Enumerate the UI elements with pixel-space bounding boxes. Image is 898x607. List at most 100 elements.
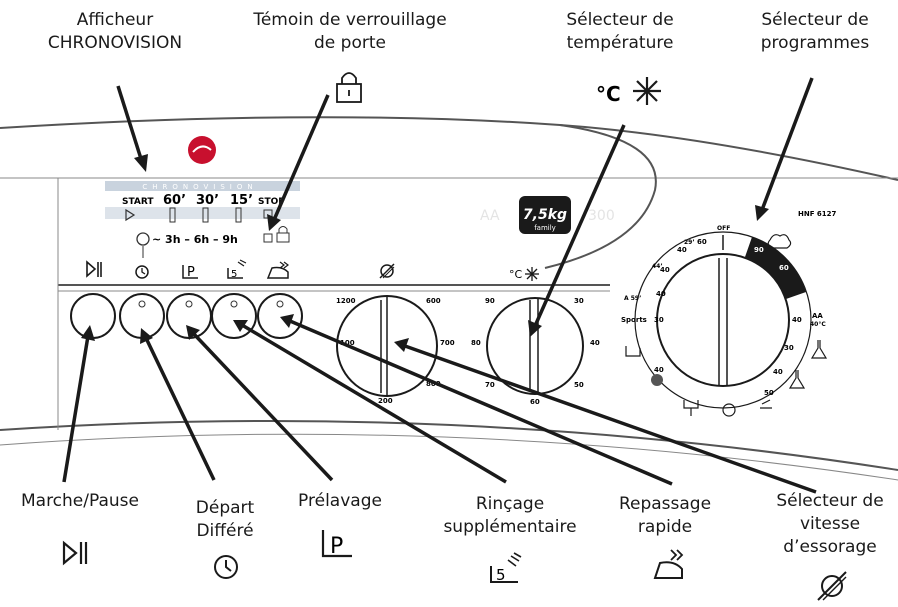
callout-chronovision-display: Afficheur CHRONOVISION bbox=[47, 10, 183, 53]
panel-top-edge bbox=[0, 116, 898, 181]
svg-text:5: 5 bbox=[231, 269, 237, 280]
delayed-start-button-led bbox=[138, 300, 146, 308]
delayed-start-button-icon bbox=[135, 265, 149, 279]
temp-dial-snowflake-icon bbox=[525, 267, 539, 281]
display-start-arrow bbox=[125, 208, 136, 222]
start-pause-button-icon bbox=[86, 260, 102, 278]
quick-iron-button-led bbox=[276, 300, 284, 308]
temp-tick-30: 30 bbox=[574, 297, 584, 305]
display-stop: STOP bbox=[258, 197, 285, 207]
svg-text:P: P bbox=[187, 265, 195, 280]
brand-logo bbox=[188, 136, 216, 164]
program-temp-40b: 40 bbox=[773, 368, 783, 376]
program-off-label: OFF bbox=[717, 225, 730, 232]
program-flask-icon-2 bbox=[788, 370, 806, 389]
program-drain-icon bbox=[683, 400, 699, 416]
spin-tick-1200: 1200 bbox=[336, 297, 356, 305]
spin-tick-700: 700 bbox=[440, 339, 455, 347]
temp-tick-60: 60 bbox=[530, 398, 540, 406]
program-selector-dial[interactable] bbox=[656, 253, 790, 387]
display-seg-30 bbox=[202, 207, 209, 223]
callout-extra-rinse: Rinçage supplémentaire bbox=[443, 494, 577, 537]
panel-ghost-text: AA bbox=[480, 208, 500, 224]
capacity-badge-text: 7,5kg bbox=[523, 207, 567, 223]
display-60: 60’ bbox=[163, 193, 186, 208]
extra-rinse-button-icon: 5 bbox=[227, 259, 247, 280]
spin-dial-symbol-icon bbox=[379, 263, 395, 279]
door-lock-indicator-box bbox=[263, 233, 273, 243]
program-flask-icon-1 bbox=[810, 340, 828, 359]
callout-delayed-start: Départ Différé bbox=[195, 498, 255, 541]
callout-quick-iron: Repassage rapide bbox=[618, 494, 712, 537]
program-aa-label: AA bbox=[812, 312, 823, 320]
start-pause-button[interactable] bbox=[70, 293, 116, 339]
callout-door-lock-indicator: Témoin de verrouillage de porte bbox=[253, 10, 447, 53]
quick-iron-button[interactable] bbox=[257, 293, 303, 339]
panel-bottom-curve bbox=[0, 420, 898, 471]
program-ball-icon bbox=[651, 374, 663, 386]
chronovision-strip bbox=[105, 181, 300, 191]
arrow-door-lock bbox=[272, 94, 330, 221]
program-29-label: 29’ bbox=[684, 239, 695, 246]
svg-text:5: 5 bbox=[496, 566, 506, 584]
arrow-program bbox=[760, 77, 814, 211]
callout-program-selector: Sélecteur de programmes bbox=[760, 10, 870, 53]
arrow-extra-rinse bbox=[241, 323, 507, 484]
spin-tick-600: 600 bbox=[426, 297, 441, 305]
door-lock-indicator-icon bbox=[276, 232, 290, 243]
callout-start-pause: Marche/Pause bbox=[20, 491, 139, 511]
arrow-quick-iron bbox=[289, 319, 673, 486]
capacity-badge bbox=[519, 196, 571, 234]
program-44-label: 44’ bbox=[652, 263, 663, 270]
program-temp-30a: 30 bbox=[784, 344, 794, 352]
program-temp-60b: 60 bbox=[697, 238, 707, 246]
arrow-chronovision bbox=[116, 85, 144, 163]
program-hand-wash-icon bbox=[625, 346, 641, 357]
program-temp-90: 90 bbox=[754, 246, 764, 254]
arrow-prewash bbox=[191, 331, 334, 482]
chronovision-strip-text: CHRONOVISION bbox=[142, 183, 257, 191]
program-spiral-icon bbox=[722, 403, 736, 417]
display-seg-15 bbox=[235, 207, 242, 223]
program-sports-label: Sports bbox=[621, 316, 647, 324]
svg-text:P: P bbox=[330, 534, 343, 559]
program-temp-40e: 40 bbox=[660, 266, 670, 274]
callout-prewash: Prélavage bbox=[298, 491, 382, 511]
temperature-callout-symbol: °C bbox=[596, 82, 621, 106]
temp-tick-50: 50 bbox=[574, 381, 584, 389]
display-30: 30’ bbox=[196, 193, 219, 208]
door-lock-indicator-shackle bbox=[278, 226, 288, 233]
display-start: START bbox=[122, 197, 154, 207]
program-temp-40d: 40 bbox=[677, 246, 687, 254]
prewash-button-led bbox=[185, 300, 193, 308]
program-a59-label: A 59’ bbox=[624, 295, 641, 302]
temp-tick-70: 70 bbox=[485, 381, 495, 389]
extra-rinse-button-led bbox=[230, 300, 238, 308]
program-temp-50: 50 bbox=[764, 389, 774, 397]
capacity-badge-sub: family bbox=[534, 224, 556, 232]
panel-bottom-curve2 bbox=[0, 433, 898, 481]
spin-tick-100: 100 bbox=[340, 339, 355, 347]
callout-arrows bbox=[62, 77, 817, 494]
temp-tick-80: 80 bbox=[471, 339, 481, 347]
spin-speed-icon bbox=[817, 571, 847, 601]
prewash-button-icon: P bbox=[182, 265, 198, 280]
program-temp-60: 60 bbox=[779, 264, 789, 272]
display-15: 15’ bbox=[230, 193, 253, 208]
program-temp-40a: 40 bbox=[792, 316, 802, 324]
spin-tick-200: 200 bbox=[378, 397, 393, 405]
callout-spin-selector: Sélecteur de vitesse d’essorage bbox=[776, 491, 884, 557]
quick-iron-icon bbox=[653, 549, 684, 579]
extra-rinse-icon: 5 bbox=[490, 552, 522, 584]
start-pause-icon bbox=[62, 540, 88, 566]
program-rinse-icon bbox=[760, 399, 772, 409]
padlock-icon bbox=[336, 72, 362, 103]
temp-tick-40: 40 bbox=[590, 339, 600, 347]
clock-icon bbox=[214, 555, 238, 579]
temp-dial-label: °C bbox=[509, 268, 523, 281]
program-wool-icon bbox=[767, 234, 792, 249]
arrow-spin bbox=[404, 344, 817, 494]
panel-ghost-text-2: 300 bbox=[588, 208, 615, 224]
program-temp-40f: 40 bbox=[656, 290, 666, 298]
